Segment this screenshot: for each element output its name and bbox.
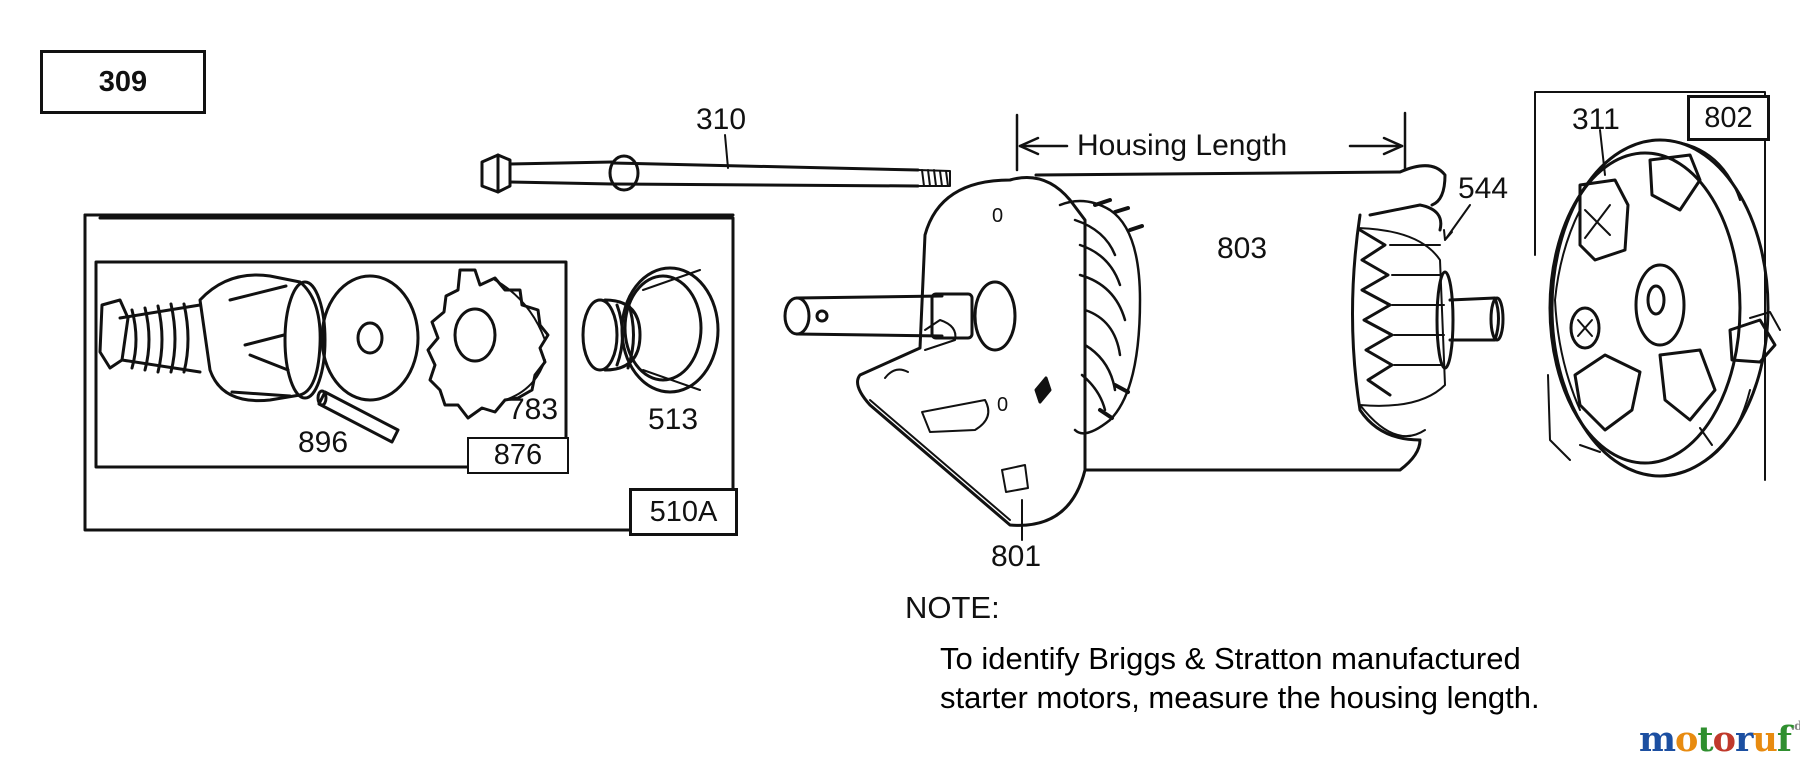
note-heading: NOTE:: [905, 590, 1000, 625]
end-cap-801: [856, 176, 1087, 527]
watermark-logo: motoruf.de: [1639, 719, 1800, 760]
group-label-876: 876: [467, 437, 569, 474]
kit-802-frame: [1534, 91, 1766, 481]
watermark-letter: u: [1752, 719, 1777, 760]
watermark-text: motoruf: [1639, 719, 1792, 760]
drive-assembly: [98, 273, 327, 403]
watermark-letter: o: [1675, 719, 1698, 760]
watermark-letter: r: [1734, 719, 1753, 760]
spring-513: [581, 266, 720, 394]
page-number: 309: [98, 65, 148, 98]
page-number-box: 309: [40, 50, 206, 114]
note-line-2: starter motors, measure the housing leng…: [940, 680, 1540, 715]
watermark-letter: f: [1776, 719, 1792, 760]
callout-801: 801: [991, 540, 1042, 573]
group-510a-text: 510A: [649, 495, 718, 528]
leader-lines: [724, 129, 1606, 541]
armature-shaft: [783, 280, 1017, 352]
group-label-802: 802: [1687, 95, 1770, 141]
callout-311: 311: [1572, 103, 1620, 136]
group-802-text: 802: [1704, 101, 1753, 134]
callout-513: 513: [648, 403, 699, 436]
note-line-1: To identify Briggs & Stratton manufactur…: [940, 641, 1521, 676]
callout-544: 544: [1458, 172, 1509, 205]
end-cap-802: [1547, 138, 1781, 478]
housing-length-label: Housing Length: [1077, 129, 1288, 162]
housing-803: [1034, 164, 1447, 472]
watermark-letter: m: [1639, 719, 1676, 760]
watermark-letter: t: [1697, 719, 1713, 760]
bolt-310: [480, 153, 951, 194]
watermark-suffix: .de: [1790, 719, 1800, 733]
pin-marker-b: 0: [997, 394, 1009, 416]
group-876-text: 876: [493, 439, 543, 471]
callout-896: 896: [298, 426, 349, 459]
armature-windings: [1058, 198, 1144, 435]
commutator-544: [1357, 227, 1505, 407]
pin-marker-a: 0: [992, 205, 1004, 227]
gear-783: [426, 268, 550, 420]
washer: [320, 274, 420, 402]
group-label-510a: 510A: [629, 488, 738, 536]
callout-783: 783: [508, 393, 559, 426]
drive-pin-896: [316, 389, 400, 444]
watermark-letter: o: [1712, 719, 1736, 760]
callout-803: 803: [1217, 232, 1268, 265]
housing-length-dimension: [1015, 111, 1407, 172]
callout-310: 310: [696, 103, 747, 136]
